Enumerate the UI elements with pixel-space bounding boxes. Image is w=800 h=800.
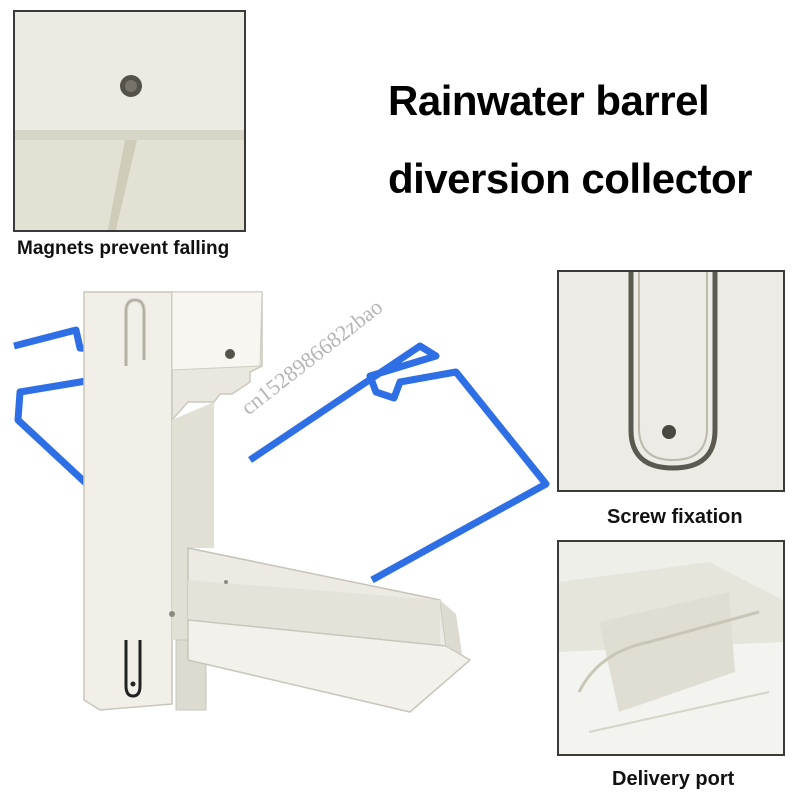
page-title: Rainwater barrel diversion collector	[388, 62, 788, 218]
title-line-2: diversion collector	[388, 155, 752, 202]
screw-detail-photo	[557, 270, 785, 492]
delivery-caption: Delivery port	[612, 768, 735, 790]
screw-detail-illustration	[559, 272, 783, 490]
diverter-trough-top	[187, 547, 447, 647]
magnet-detail-illustration	[15, 12, 244, 230]
magnet-caption: Magnets prevent falling	[17, 238, 230, 259]
screw-caption: Screw fixation	[607, 506, 743, 528]
magnet-detail-photo	[13, 10, 246, 232]
screw-hole	[662, 425, 676, 439]
watermark-text: cn1528986682zbao	[236, 293, 388, 420]
title-line-1: Rainwater barrel	[388, 77, 710, 124]
blue-outline-left	[13, 326, 108, 503]
collector-body-front	[83, 291, 173, 711]
diverter-trough-bottom	[187, 619, 472, 713]
delivery-detail-illustration	[559, 542, 783, 754]
delivery-detail-photo	[557, 540, 785, 756]
